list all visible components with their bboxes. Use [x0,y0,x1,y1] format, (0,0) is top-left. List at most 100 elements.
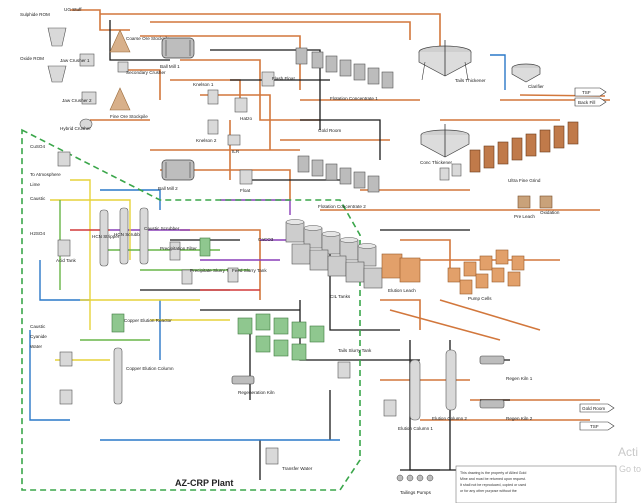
knelson-1-label: Knelson 1 [193,82,214,87]
hybrid-crusher-label: Hybrid Crusher [60,126,91,131]
float-label: Float [240,188,251,193]
jaw-crusher-1-label: Jaw Crusher 1 [60,58,90,63]
caco3-label: CaCO3 [258,237,274,242]
copper-elution-column-label: Copper Elution Column [126,366,174,371]
acid-tank-label: Acid Tank [56,258,77,263]
hcn-stripper-label: HCN Stripper [92,234,120,239]
tails-slurry-tank-label: Tails Slurry Tank [338,348,372,353]
flash-float-label: Flash Float [272,76,295,81]
transfer-water-label: Transfer Water [282,466,313,471]
caustic-1-label: Caustic [30,196,46,201]
tails-thickener: Tails Thickener [418,40,486,83]
tsf-bottom-arrow: TSF [579,421,615,431]
copper-elution-reactor-label: Copper Elution Reactor [124,318,172,323]
regeneration-kiln: Regeneration Kiln [231,375,275,395]
elution-leach-label: Elution Leach [388,288,416,293]
conc-thickener: Conc Thickener [420,124,470,181]
sulphide-rom-hopper [47,27,67,47]
az-crp-plant-boundary [21,128,361,491]
regeneration-kiln-label: Regeneration Kiln [238,390,275,395]
note-line-4: or for any other purpose without the [460,489,517,493]
clarifier: Clarifier [511,63,544,89]
caustic-scrubber-label: Caustic Scrubber [144,226,180,231]
conc-thickener-label: Conc Thickener [420,160,453,165]
secondary-crusher [117,61,129,73]
ultra-fine-grind-label: Ultra Fine Grind [508,178,541,183]
jaw-crusher-2-label: Jaw Crusher 2 [62,98,92,103]
ilr-label: ILR [232,149,240,154]
note-line-3: It shall not be reproduced, copied or us… [460,483,526,487]
back-fill-label: Back Fill [578,100,595,105]
back-fill-arrow: Back Fill [574,97,607,107]
jaw-crusher-1 [79,53,95,67]
hcn-scrubber-label: HCN Scrubber [114,232,144,237]
coarse-ore-stockpile-label: Coarse Ore Stockpile [126,36,170,41]
pre-leach-label: Pre Leach [514,214,535,219]
elution-column-2-label: Elution Column 2 [432,416,467,421]
precipitation-filter-label: Precipitation Filter [160,246,197,251]
cyanide-label: Cyanide [30,334,47,339]
copper-elution: Copper Elution Reactor Copper Elution Co… [111,313,174,405]
tailings-pumps-label: Tailings Pumps [400,490,432,495]
knelson-2 [207,119,219,135]
activation-watermark-line2: Go to [619,464,641,474]
tsf-bottom-label: TSF [590,424,599,429]
knelson-2-label: Knelson 2 [196,138,217,143]
cil-tanks-label: CIL Tanks [330,294,351,299]
clarifier-label: Clarifier [528,84,544,89]
caustic-2-label: Caustic [30,324,46,329]
jaw-crusher-2 [81,91,97,105]
gold-room-bottom-label: Gold Room [582,406,605,411]
flotation-concentrate-1-label: Flotation Concentrate 1 [330,96,378,101]
hatzo-tank [234,97,248,113]
fine-ore-stockpile-icon [109,87,131,111]
flotation-concentrate-1: Flotation Concentrate 1 [295,47,394,101]
flotation-concentrate-2: Flotation Concentrate 2 [297,155,380,209]
note-line-1: This drawing is the property of Allied G… [460,471,526,475]
elution-leach: Elution Leach [381,253,421,293]
ilr-unit [227,134,241,146]
pump-cells: Pump Cells [447,249,525,301]
cil-tanks: CIL Tanks [285,219,383,299]
precipitate-slurry-tank-label: Precipitate Slurry Tank [190,268,237,273]
green-tank-cluster [237,313,325,361]
flash-float-cell [261,71,275,87]
hybrid-crusher [79,118,93,130]
ultra-fine-grind-area: Ultra Fine Grind Pre Leach Oxidation [469,121,579,219]
flotation-concentrate-2-label: Flotation Concentrate 2 [318,204,366,209]
cuso4-label: CuSO4 [30,144,46,149]
crushing-area: UG Stuff Sulphide ROM Oxide ROM Jaw Crus… [20,7,170,131]
hatzo-label: Hatzo [240,116,252,121]
oxidation-label: Oxidation [540,210,560,215]
gold-room-bottom-arrow: Gold Room [579,403,615,413]
elution-column-1-label: Elution Column 1 [398,426,433,431]
water-label: Water [30,344,43,349]
tsf-top-arrow: TSF [574,87,607,97]
float-cell [239,169,253,185]
coarse-ore-stockpile-icon [109,29,131,53]
tsf-top-label: TSF [582,90,591,95]
h2so4-label: H2SO4 [30,231,46,236]
tailings-pumps: Tailings Pumps [396,474,434,495]
reagents-left: CuSO4 To Atmosphere Lime Caustic H2SO4 A… [30,144,77,405]
lime-label: Lime [30,182,40,187]
regen-kilns-right: Regen Kiln 1 Regen Kiln 2 [479,355,533,421]
pump-cells-label: Pump Cells [468,296,492,301]
oxide-rom-hopper [47,65,67,83]
fine-ore-stockpile-label: Fine Ore Stockpile [110,114,148,119]
note-line-2: Mine and must be returned upon request. [460,477,526,481]
plant-title: AZ-CRP Plant [175,478,233,488]
tails-thickener-label: Tails Thickener [455,78,486,83]
knelson-1 [207,89,219,105]
to-atmosphere-label: To Atmosphere [30,172,61,177]
hcn-area: HCN Stripper HCN Scrubber Caustic Scrubb… [92,207,274,285]
oxide-rom-label: Oxide ROM [20,56,44,61]
title-block-note: This drawing is the property of Allied G… [455,465,617,503]
elution-columns: Elution Column 1 Elution Column 2 [383,349,467,431]
secondary-crusher-label: Secondary Crusher [126,70,166,75]
ball-mill-2 [161,159,195,181]
gold-room-top-label: Gold Room [318,128,341,133]
milling-area: Ball Mill 1 Ball Mill 2 Knelson 1 Knelso… [158,37,295,193]
transfer-water: Transfer Water [265,447,313,471]
ball-mill-2-label: Ball Mill 2 [158,186,178,191]
